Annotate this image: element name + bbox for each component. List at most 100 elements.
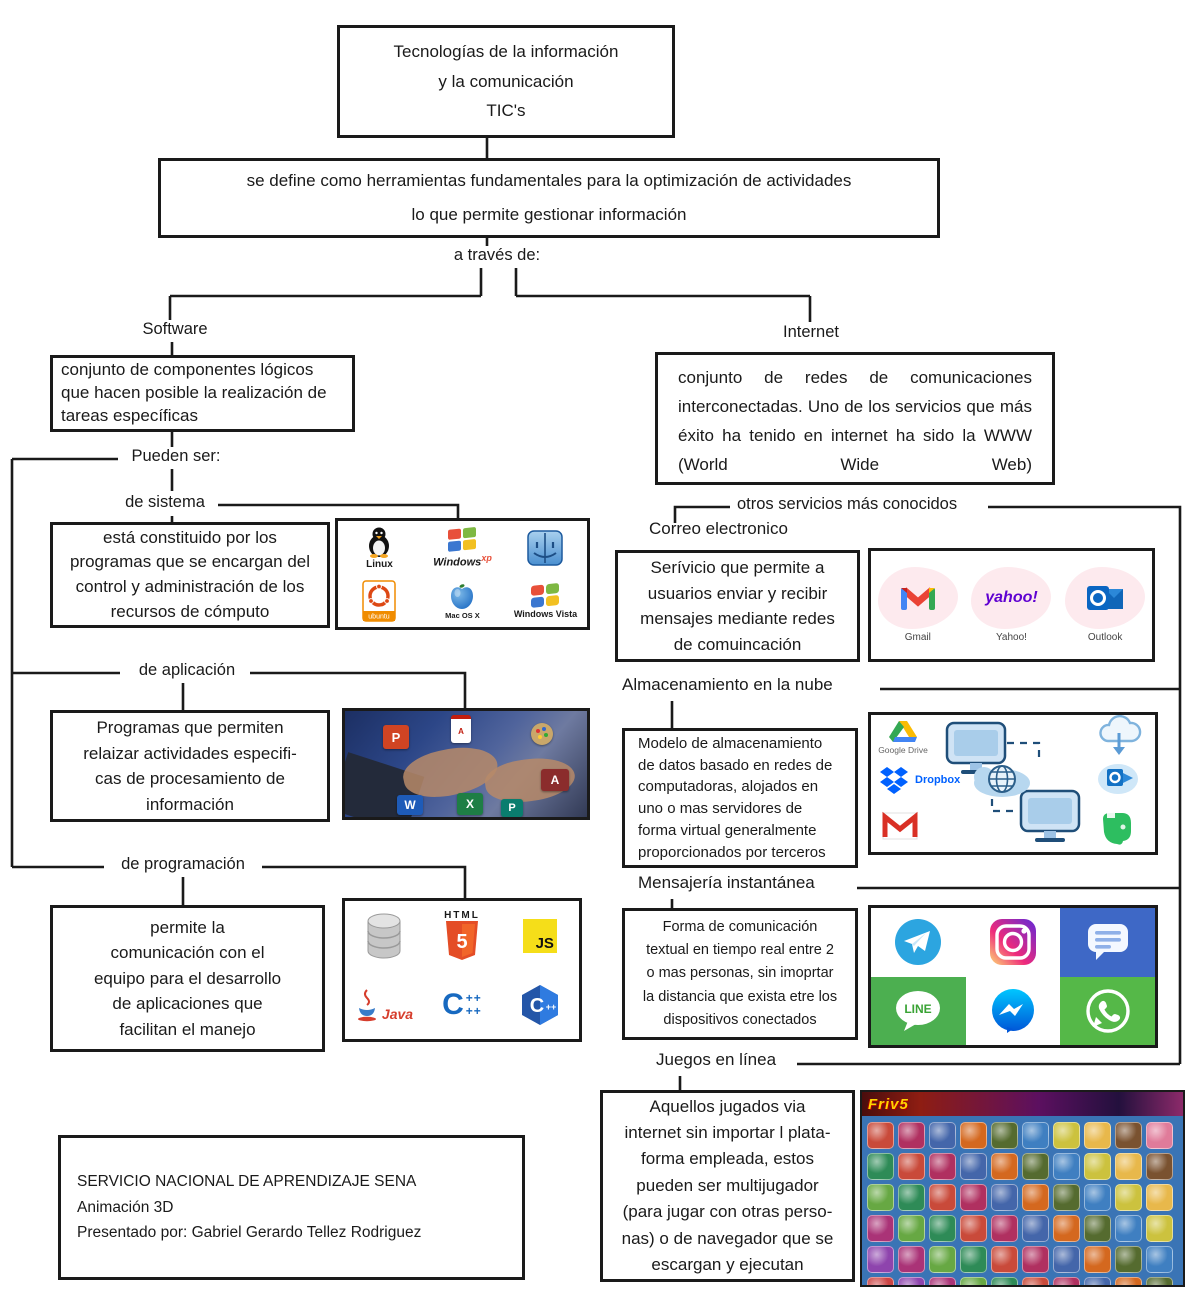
- messages-tile: [1060, 908, 1155, 977]
- game-tile: [1146, 1122, 1173, 1149]
- nube-text: Modelo de almacenamiento de datos basado…: [638, 734, 833, 861]
- game-tile: [929, 1122, 956, 1149]
- credits-line3: Presentado por: Gabriel Gerardo Tellez R…: [77, 1224, 422, 1242]
- blue-apple-icon: [451, 583, 474, 609]
- pink-blob: [1065, 567, 1146, 629]
- game-tile: [1084, 1215, 1111, 1242]
- pdf-icon: A: [451, 715, 471, 743]
- game-tile: [867, 1246, 894, 1273]
- svg-text:++: ++: [546, 1002, 557, 1012]
- game-tile: [1115, 1153, 1142, 1180]
- game-tile: [1022, 1122, 1049, 1149]
- game-tile: [1146, 1215, 1173, 1242]
- game-tile: [991, 1277, 1018, 1285]
- pueden-ser-label: Pueden ser:: [131, 447, 221, 465]
- tux-penguin-icon: [369, 527, 390, 558]
- nube-box: Modelo de almacenamiento de datos basado…: [622, 728, 858, 868]
- software-label: Software: [142, 320, 208, 338]
- game-tile: [1053, 1277, 1080, 1285]
- game-tile: [1115, 1277, 1142, 1285]
- windows-vista-logo: Windows Vista: [504, 574, 587, 627]
- game-tile: [1146, 1277, 1173, 1285]
- game-tile: [960, 1215, 987, 1242]
- game-tile: [991, 1215, 1018, 1242]
- mac-os-x-logo: Mac OS X: [421, 574, 504, 627]
- java-logo: Java: [345, 970, 423, 1039]
- html5-logo: HTML 5: [423, 901, 501, 970]
- game-tile: [1053, 1184, 1080, 1211]
- online-games-image: Friv5: [860, 1090, 1185, 1287]
- game-tile: [1022, 1184, 1049, 1211]
- js-icon: JS: [522, 918, 557, 953]
- windows-vista-flag-icon: [531, 583, 560, 608]
- mensajeria-text: Forma de comunicación textual en tiempo …: [642, 919, 838, 1028]
- game-tile: [1115, 1215, 1142, 1242]
- game-tile: [867, 1215, 894, 1242]
- gmail-classic-icon: [882, 811, 918, 840]
- outlook-icon: [1087, 586, 1124, 610]
- game-tile: [929, 1215, 956, 1242]
- game-tile: [1115, 1246, 1142, 1273]
- paint-palette-icon: [531, 723, 553, 745]
- friv-header: Friv5: [862, 1092, 1183, 1116]
- de-programacion-box: permite la comunicación con el equipo pa…: [50, 905, 325, 1052]
- c-hexagon-icon: C ++: [521, 984, 558, 1025]
- game-tile: [991, 1184, 1018, 1211]
- game-tile: [1084, 1153, 1111, 1180]
- cloud-diagram: Google Drive Dropbox: [878, 715, 1142, 845]
- de-aplicacion-text: Programas que permiten relaizar activida…: [83, 718, 297, 814]
- internet-definition-text: conjunto de redes de comunicaciones inte…: [678, 368, 1032, 474]
- evernote-icon: [1103, 813, 1131, 845]
- game-tile: [960, 1184, 987, 1211]
- de-programacion-label: de programación: [121, 855, 245, 873]
- pink-blob: [877, 567, 958, 629]
- svg-text:Dropbox: Dropbox: [915, 774, 961, 786]
- cloud-download-icon: [1099, 715, 1142, 755]
- line-tile: LINE: [871, 976, 966, 1045]
- game-tile: [867, 1153, 894, 1180]
- yahoo-logo: yahoo! Yahoo!: [971, 567, 1052, 643]
- line-icon: LINE: [896, 990, 941, 1031]
- gmail-m-icon: [900, 587, 935, 610]
- de-aplicacion-box: Programas que permiten relaizar activida…: [50, 710, 330, 822]
- cpp-logo: C ++++: [423, 970, 501, 1039]
- game-tile: [898, 1215, 925, 1242]
- game-tile: [1146, 1184, 1173, 1211]
- software-definition-box: conjunto de componentes lógicos que hace…: [50, 355, 355, 432]
- pink-blob: yahoo!: [971, 567, 1052, 629]
- database-logo: [345, 901, 423, 970]
- game-tile: [929, 1246, 956, 1273]
- game-tile: [1084, 1184, 1111, 1211]
- game-tile: [1053, 1246, 1080, 1273]
- otros-servicios-label: otros servicios más conocidos: [737, 495, 958, 513]
- html5-shield-icon: 5: [445, 921, 478, 960]
- svg-text:ubuntu: ubuntu: [369, 613, 391, 620]
- game-tile: [898, 1153, 925, 1180]
- chat-bubble-icon: [1087, 924, 1128, 961]
- messenger-icon: [991, 988, 1034, 1033]
- game-tile: [1053, 1215, 1080, 1242]
- telegram-icon: [895, 919, 942, 966]
- game-tile: [1022, 1215, 1049, 1242]
- internet-label: Internet: [783, 323, 839, 341]
- game-tile: [1022, 1246, 1049, 1273]
- messenger-tile: [965, 976, 1061, 1045]
- game-tile: [867, 1122, 894, 1149]
- dropbox-icon: Dropbox: [880, 767, 961, 794]
- credits-box: SERVICIO NACIONAL DE APRENDIZAJE SENA An…: [58, 1135, 525, 1280]
- ubuntu-icon: ubuntu: [362, 579, 397, 622]
- game-tile: [1115, 1122, 1142, 1149]
- game-tile: [898, 1277, 925, 1285]
- telegram-tile: [871, 908, 966, 977]
- outlook-logo: Outlook: [1065, 567, 1146, 643]
- dashed-link: [1007, 741, 1041, 763]
- game-tile: [991, 1153, 1018, 1180]
- game-tile: [960, 1246, 987, 1273]
- mensajeria-box: Forma de comunicación textual en tiempo …: [622, 908, 858, 1040]
- programming-logos-image: HTML 5 JS Java: [342, 898, 582, 1042]
- friv-grid: [862, 1116, 1183, 1285]
- ubuntu-logo: ubuntu: [338, 574, 421, 627]
- juegos-box: Aquellos jugados via internet sin import…: [600, 1090, 855, 1282]
- correo-box: Serívicio que permite a usuarios enviar …: [615, 550, 860, 662]
